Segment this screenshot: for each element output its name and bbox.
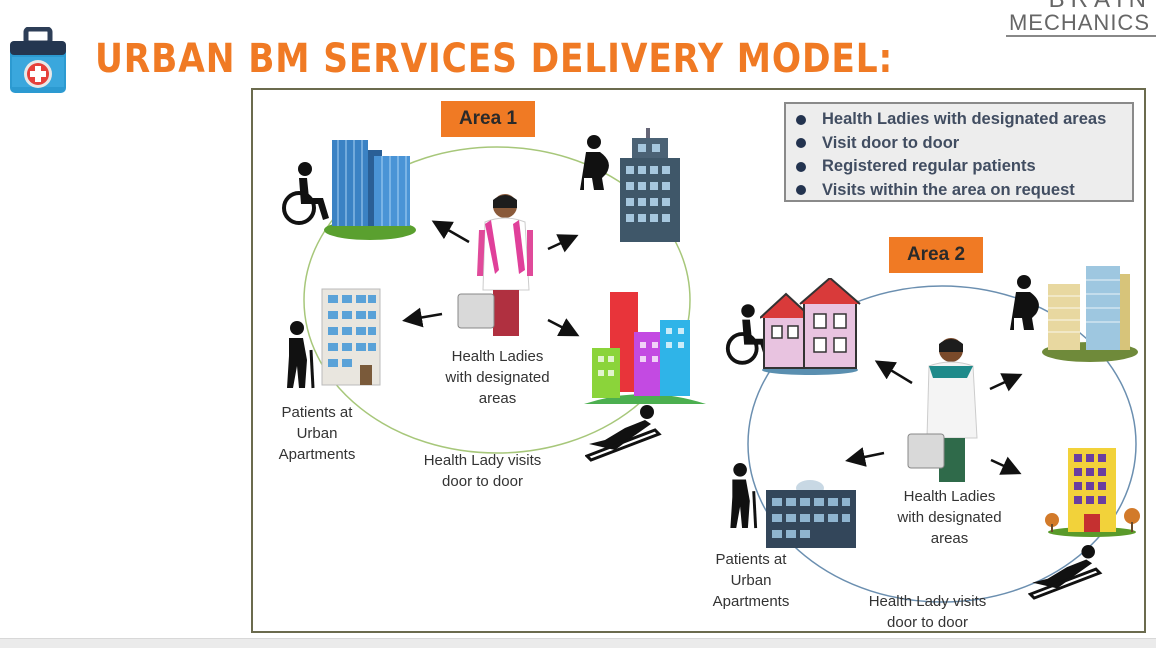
area-1-patients-label: Patients at Urban Apartments [278,404,356,463]
health-worker-icon [907,338,978,482]
legend-item: Visits within the area on request [796,179,1132,203]
page-title: URBAN BM SERVICES DELIVERY MODEL: [95,36,894,82]
pregnant-woman-icon [1010,275,1039,330]
reclining-patient-icon [1028,544,1103,600]
health-worker-icon [457,194,533,336]
area-2-badge: Area 2 [889,237,983,273]
brand-logo: MECHANICS [1008,10,1150,35]
bullet-icon [796,161,806,172]
bullet-icon [796,114,806,125]
area-1-center-label: Health Ladies with designated areas [445,348,550,407]
legend: Health Ladies with designated areas Visi… [784,102,1134,202]
brand-divider [1006,35,1156,37]
building-icon [324,140,416,240]
area-2-visit-label: Health Lady visits door to door [868,593,987,631]
area-1-visit-label: Health Lady visits door to door [423,452,542,490]
elderly-cane-icon [730,462,758,529]
wheelchair-icon [282,162,329,225]
area-1-badge: Area 1 [441,101,535,137]
legend-item: Registered regular patients [796,155,1132,179]
area-2-patients-label: Patients at Urban Apartments [712,551,790,610]
area-2-center-label: Health Ladies with designated areas [897,488,1002,547]
medical-kit-icon [10,27,66,93]
legend-item: Visit door to door [796,132,1132,156]
reclining-patient-icon [585,405,662,462]
building-icon [620,128,680,242]
elderly-cane-icon [287,321,315,389]
building-icon [766,480,856,548]
building-icon [584,292,706,404]
building-icon [1042,266,1138,362]
bullet-icon [796,185,806,196]
building-icon [760,278,861,375]
footer-bar [0,638,1156,648]
legend-item: Health Ladies with designated areas [796,108,1132,132]
arrow-icon [845,360,1023,475]
building-icon [321,288,381,386]
building-icon [1045,448,1140,537]
brand-logo-top: BRAIN [1049,0,1152,14]
pregnant-woman-icon [580,135,609,190]
diagram-frame [251,88,1146,633]
bullet-icon [796,138,806,149]
arrow-icon [402,220,580,337]
